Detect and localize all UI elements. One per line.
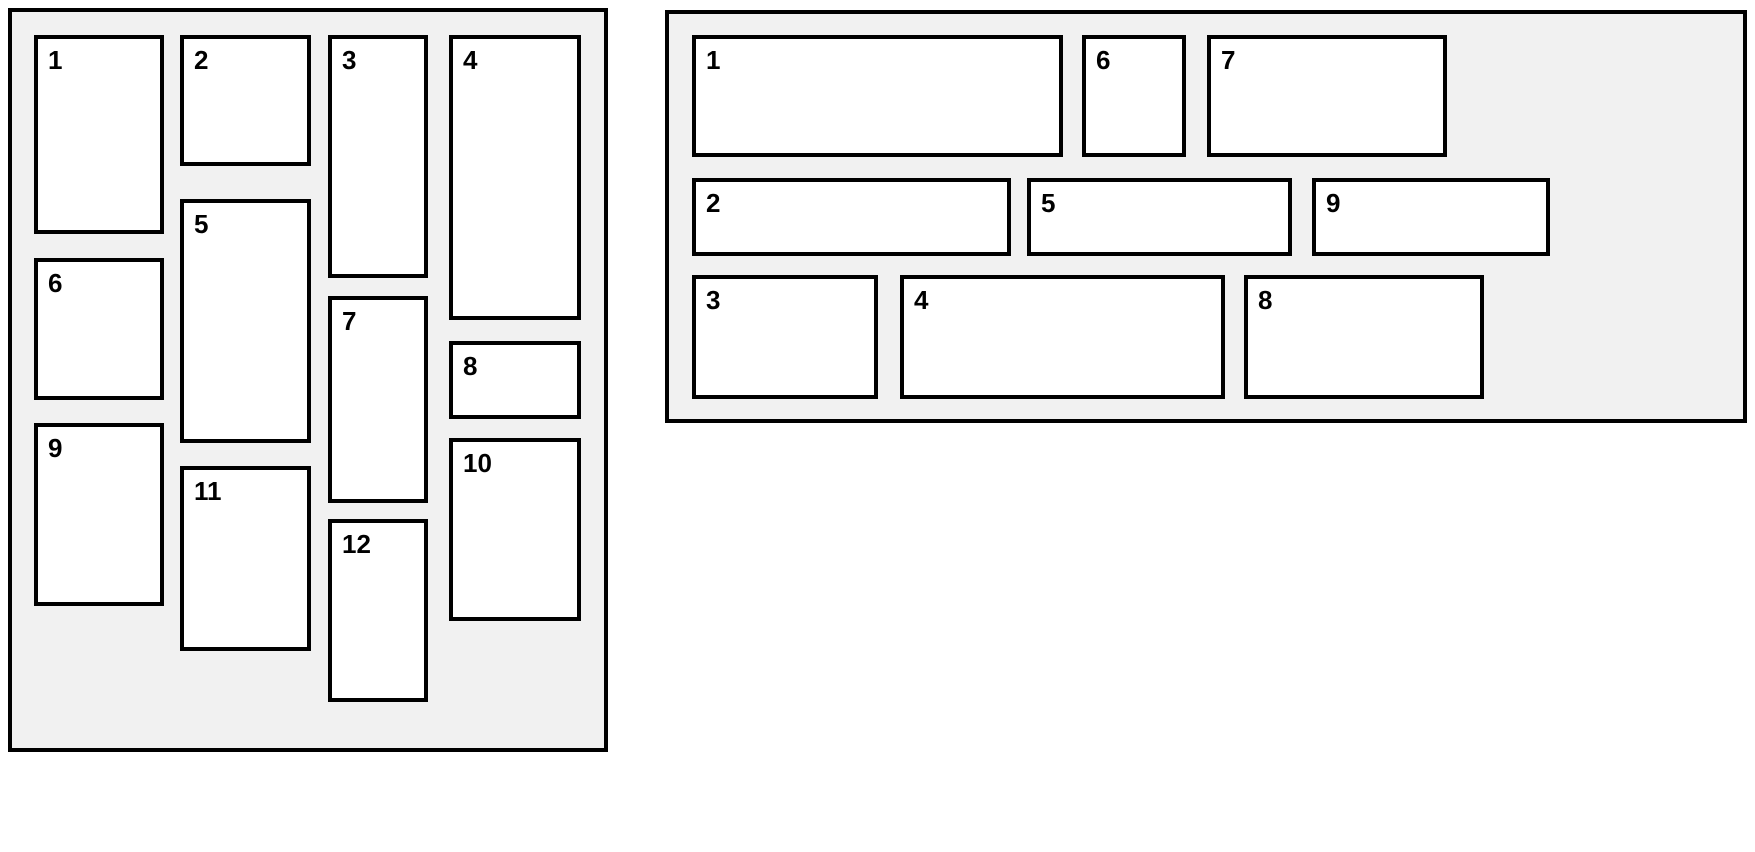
box-4[interactable]: 4 xyxy=(900,275,1225,399)
box-label: 5 xyxy=(1041,188,1056,218)
box-label: 3 xyxy=(342,45,357,75)
box-label: 9 xyxy=(48,433,63,463)
box-label: 5 xyxy=(194,209,209,239)
box-4[interactable]: 4 xyxy=(449,35,581,320)
box-9[interactable]: 9 xyxy=(34,423,164,606)
box-label: 1 xyxy=(48,45,63,75)
box-label: 6 xyxy=(1096,45,1111,75)
box-label: 2 xyxy=(194,45,209,75)
box-8[interactable]: 8 xyxy=(449,341,581,419)
box-1[interactable]: 1 xyxy=(692,35,1063,157)
box-1[interactable]: 1 xyxy=(34,35,164,234)
box-label: 8 xyxy=(463,351,478,381)
box-label: 10 xyxy=(463,448,492,478)
box-3[interactable]: 3 xyxy=(692,275,878,399)
box-label: 3 xyxy=(706,285,721,315)
box-7[interactable]: 7 xyxy=(328,296,428,503)
box-label: 8 xyxy=(1258,285,1273,315)
box-label: 12 xyxy=(342,529,371,559)
box-10[interactable]: 10 xyxy=(449,438,581,621)
box-label: 4 xyxy=(463,45,478,75)
box-label: 6 xyxy=(48,268,63,298)
box-label: 11 xyxy=(194,476,222,506)
box-6[interactable]: 6 xyxy=(1082,35,1186,157)
box-label: 4 xyxy=(914,285,929,315)
box-2[interactable]: 2 xyxy=(180,35,311,166)
box-8[interactable]: 8 xyxy=(1244,275,1484,399)
right-panel: 1 6 7 2 5 9 3 4 8 xyxy=(665,10,1747,423)
box-7[interactable]: 7 xyxy=(1207,35,1447,157)
box-5[interactable]: 5 xyxy=(180,199,311,443)
box-9[interactable]: 9 xyxy=(1312,178,1550,256)
box-label: 7 xyxy=(342,306,357,336)
box-label: 2 xyxy=(706,188,721,218)
box-label: 9 xyxy=(1326,188,1341,218)
box-5[interactable]: 5 xyxy=(1027,178,1292,256)
box-label: 7 xyxy=(1221,45,1236,75)
box-3[interactable]: 3 xyxy=(328,35,428,278)
box-11[interactable]: 11 xyxy=(180,466,311,651)
box-6[interactable]: 6 xyxy=(34,258,164,400)
box-12[interactable]: 12 xyxy=(328,519,428,702)
box-label: 1 xyxy=(706,45,721,75)
box-2[interactable]: 2 xyxy=(692,178,1011,256)
